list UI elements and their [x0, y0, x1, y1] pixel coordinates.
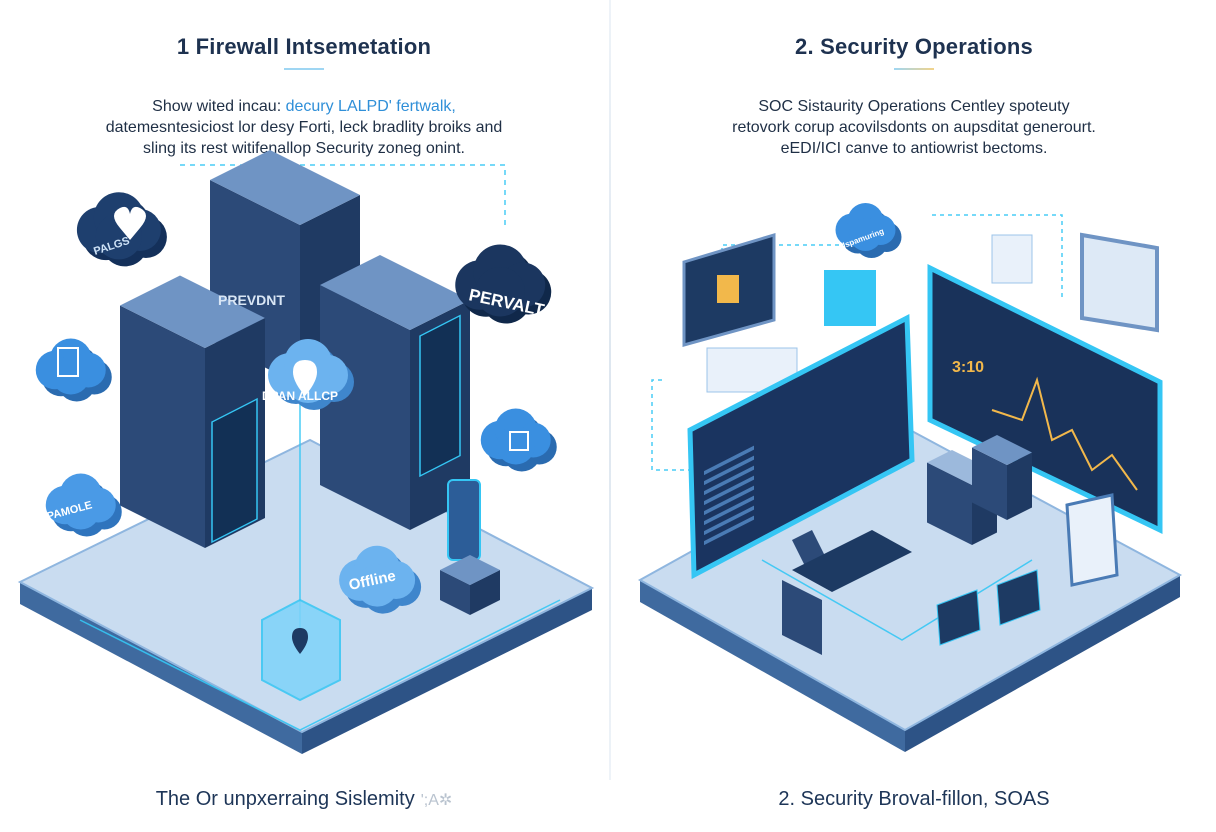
glow-trace — [79, 599, 561, 731]
laptop — [996, 569, 1041, 626]
server-screen — [211, 397, 258, 544]
dashboard-screen — [927, 263, 1163, 534]
chart-line — [991, 376, 1138, 491]
cloud-location-icon — [268, 339, 354, 410]
network-switch — [440, 555, 500, 585]
server-rack-right — [320, 255, 470, 330]
log-line — [704, 485, 754, 516]
panel-caption: 2. Security Broval-fillon, SOAS — [778, 788, 1050, 810]
description-text: SOC Sistaurity Operations Centley spoteu… — [758, 98, 1070, 115]
log-line — [704, 455, 754, 486]
caption-text: The Or unpxerraing Sislemity — [155, 788, 415, 810]
shield-icon — [717, 275, 739, 303]
panel-title: 1 Firewall Intsemetation — [176, 34, 432, 59]
isometric-platform-side — [905, 575, 1180, 752]
server-label: PREVDNT — [218, 292, 285, 308]
log-line — [704, 505, 754, 536]
description-text: datemesntesiciost lor desy Forti, leck b… — [105, 119, 503, 136]
home-icon — [509, 431, 529, 451]
laptop — [782, 580, 822, 655]
cloud-offline-icon — [339, 545, 422, 614]
server-tower — [972, 447, 1007, 520]
panel-title: 2. Security Operations — [795, 34, 1033, 59]
title-underline — [894, 68, 934, 70]
description-text: retovork corup acovilsdonts on aupsditat… — [732, 119, 1096, 136]
connector-line — [651, 379, 692, 471]
cloud-brand-icon — [455, 244, 552, 324]
panel-description: Show wited incau: decury LALPD' fertwalk… — [0, 96, 608, 159]
report-monitor — [1080, 232, 1159, 333]
log-line — [704, 445, 754, 476]
glow-trace — [761, 559, 1033, 641]
dashboard-value: 3:10 — [952, 359, 984, 376]
connector-line — [932, 214, 1063, 300]
log-line — [704, 465, 754, 496]
document-icon — [57, 347, 79, 377]
connector-line — [180, 164, 506, 230]
isometric-platform-side — [302, 588, 592, 754]
server-rack-left — [120, 275, 265, 348]
description-highlight: decury LALPD' fertwalk, — [285, 98, 456, 115]
panel-divider — [609, 0, 611, 780]
chart-card — [991, 234, 1033, 284]
firewall-panel: 1 Firewall Intsemetation Show wited inca… — [0, 34, 608, 811]
soc-illustration: Ispamuring 3:10 — [637, 203, 1183, 752]
description-text: sling its rest witifenallop Security zon… — [143, 140, 465, 157]
keyboard — [792, 530, 912, 592]
cloud-label: DPAN ALLCP — [262, 389, 338, 403]
isometric-platform-side — [640, 580, 905, 752]
log-line — [704, 495, 754, 526]
description-text: Show wited incau: — [152, 98, 286, 115]
server-rack-back — [210, 150, 360, 225]
title-underline — [284, 68, 324, 70]
server-tower — [1007, 452, 1032, 520]
cloud-home-icon — [480, 408, 557, 472]
laptop — [936, 589, 981, 646]
mail-card — [824, 270, 876, 326]
log-line — [704, 475, 754, 506]
location-pin-icon — [293, 360, 317, 396]
server-screen — [419, 314, 461, 478]
server-rack-left — [120, 305, 205, 548]
firewall-illustration: PALGS PERVALTO PREVDNT DPAN ALLCP PAMOLE… — [17, 150, 595, 754]
server-tower — [972, 435, 1032, 465]
server-rack-right — [320, 285, 410, 530]
cloud-document-icon — [35, 338, 112, 402]
caption-mark: ';A✲ — [420, 792, 453, 809]
security-operations-panel: 2. Security Operations SOC Sistaurity Op… — [612, 0, 1216, 832]
mobile-device — [447, 479, 481, 561]
log-line — [704, 515, 754, 546]
panel-caption: The Or unpxerraing Sislemity ';A✲ — [0, 788, 608, 811]
location-pin-icon — [292, 628, 308, 654]
cloud-icon — [835, 203, 902, 258]
tablet — [1065, 493, 1119, 587]
workstation — [927, 462, 972, 545]
description-text: eEDI/ICI canve to antiowrist bectoms. — [780, 140, 1048, 157]
heart-icon — [114, 206, 146, 240]
panel-description: SOC Sistaurity Operations Centley spoteu… — [612, 96, 1216, 159]
cloud-lock-icon — [45, 473, 122, 537]
